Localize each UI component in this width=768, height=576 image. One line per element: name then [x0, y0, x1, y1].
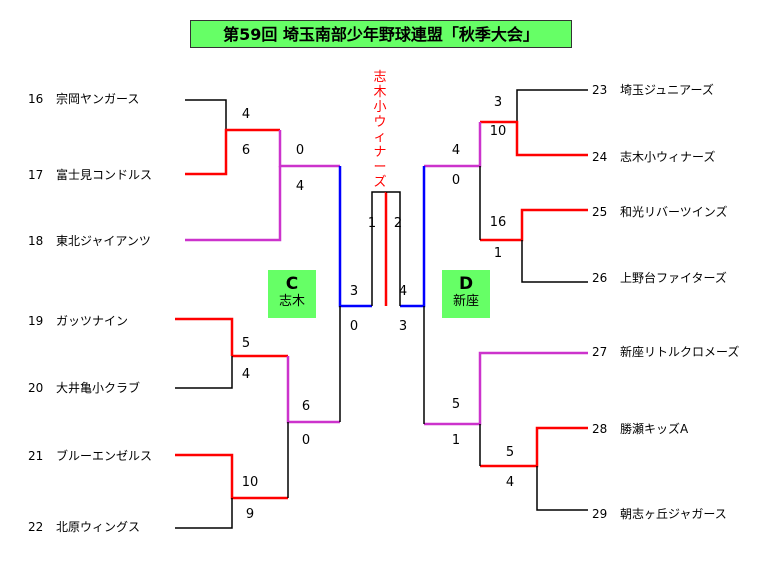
score-final-left: 1: [367, 216, 377, 231]
score-29: 4: [505, 475, 515, 490]
score-25: 16: [489, 215, 507, 230]
score-c-sf2-top: 6: [301, 399, 311, 414]
line-24: [480, 120, 588, 157]
line-final-right: [386, 191, 401, 306]
score-d-final-top: 4: [398, 284, 408, 299]
line-25: [480, 208, 588, 242]
line-16: [185, 99, 227, 130]
line-22: [175, 498, 233, 529]
score-d-sf-top: 4: [451, 143, 461, 158]
score-c-sf2-bot: 0: [301, 433, 311, 448]
line-20: [175, 356, 233, 389]
score-16: 4: [241, 107, 251, 122]
line-29: [536, 466, 588, 511]
line-26: [521, 240, 588, 283]
line-27: [424, 351, 588, 426]
line-21: [175, 453, 288, 500]
score-c-sf-bot: 4: [295, 179, 305, 194]
line-17-adv: [278, 130, 340, 168]
line-final-left: [371, 191, 386, 306]
score-c-final-bot: 0: [349, 319, 359, 334]
score-19: 5: [241, 336, 251, 351]
score-26: 1: [493, 246, 503, 261]
block-d-box: D 新座: [442, 270, 490, 318]
line-17: [185, 128, 280, 176]
line-18: [185, 166, 282, 242]
block-c-box: C 志木: [268, 270, 316, 318]
champion-label: 志 木 小 ウ ィ ナ ー ズ: [373, 70, 387, 190]
tournament-title: 第59回 埼玉南部少年野球連盟「秋季大会」: [190, 20, 572, 48]
line-28: [480, 426, 588, 468]
score-28: 5: [505, 445, 515, 460]
score-23: 3: [493, 95, 503, 110]
score-20: 4: [241, 367, 251, 382]
score-22: 9: [245, 507, 255, 522]
score-d-sf2-top: 5: [451, 397, 461, 412]
score-d-sf2-bot: 1: [451, 433, 461, 448]
line-23: [516, 89, 588, 122]
score-d-sf-bot: 0: [451, 173, 461, 188]
score-c-final-top: 3: [349, 284, 359, 299]
line-19: [175, 317, 234, 356]
score-24: 10: [489, 124, 507, 139]
score-c-sf-top: 0: [295, 143, 305, 158]
score-final-right: 2: [393, 216, 403, 231]
score-d-final-bot: 3: [398, 319, 408, 334]
score-17: 6: [241, 143, 251, 158]
score-21: 10: [241, 475, 259, 490]
